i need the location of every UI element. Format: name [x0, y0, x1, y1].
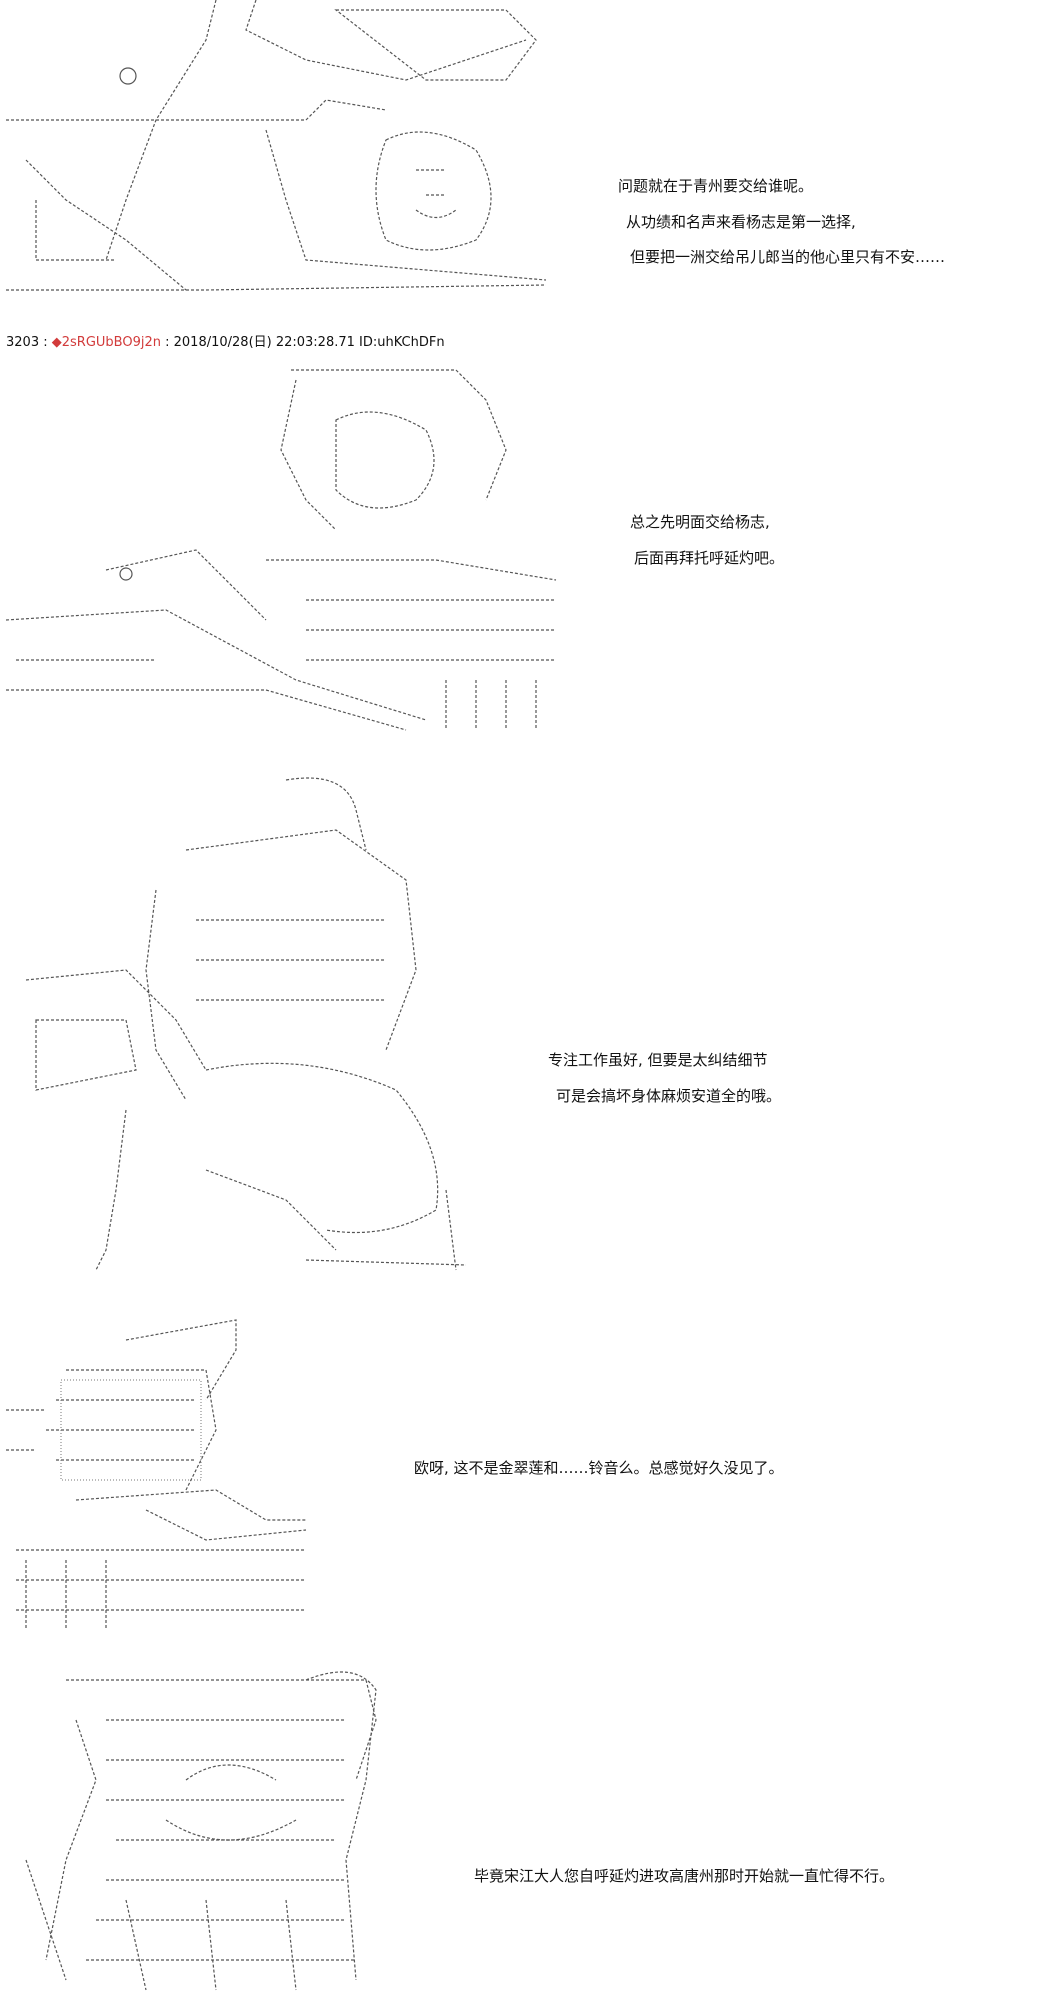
ascii-art-figure-1 [6, 0, 547, 291]
dialogue-line: 专注工作虽好, 但要是太纠结细节 [548, 1051, 768, 1069]
dialogue-line: 可是会搞坏身体麻烦安道全的哦。 [556, 1087, 782, 1105]
ascii-art-illustration [6, 1660, 566, 2000]
dialogue-line: 欧呀, 这不是金翠莲和……铃音么。总感觉好久没见了。 [414, 1459, 784, 1477]
ascii-art-illustration [6, 1310, 566, 1640]
panel-2: 总之先明面交给杨志, 后面再拜托呼延灼吧。 [0, 360, 1058, 740]
dialogue-line: 从功绩和名声来看杨志是第一选择, [626, 213, 856, 231]
panel-3: 专注工作虽好, 但要是太纠结细节 可是会搞坏身体麻烦安道全的哦。 [0, 770, 1058, 1290]
post-tripcode[interactable]: 2sRGUbBO9j2n [61, 335, 161, 350]
panel-4: 欧呀, 这不是金翠莲和……铃音么。总感觉好久没见了。 [0, 1310, 1058, 1640]
dialogue-line: 后面再拜托呼延灼吧。 [634, 549, 785, 567]
panel-1: 问题就在于青州要交给谁呢。 从功绩和名声来看杨志是第一选择, 但要把一洲交给吊儿… [0, 0, 1058, 300]
ascii-art-figure-2 [6, 369, 557, 731]
post-header: 3203 : ◆2sRGUbBO9j2n : 2018/10/28(日) 22:… [6, 334, 445, 352]
ascii-art-figure-5 [25, 1671, 377, 1991]
ascii-art-figure-4 [6, 1319, 307, 1630]
ascii-art-illustration [6, 770, 566, 1290]
ascii-art-figure-3 [25, 777, 467, 1271]
dialogue-line: 毕竟宋江大人您自呼延灼进攻高唐州那时开始就一直忙得不行。 [474, 1867, 895, 1885]
dialogue-line: 问题就在于青州要交给谁呢。 [618, 177, 814, 195]
post-meta: : 2018/10/28(日) 22:03:28.71 ID:uhKChDFn [165, 335, 445, 350]
trip-diamond-icon: ◆ [51, 335, 62, 350]
dialogue-line: 但要把一洲交给吊儿郎当的他心里只有不安…… [630, 248, 946, 266]
ascii-art-illustration [6, 0, 566, 300]
panel-5: 毕竟宋江大人您自呼延灼进攻高唐州那时开始就一直忙得不行。 [0, 1660, 1058, 2000]
post-number: 3203 : [6, 335, 48, 350]
ascii-art-illustration [6, 360, 566, 740]
dialogue-line: 总之先明面交给杨志, [630, 513, 770, 531]
